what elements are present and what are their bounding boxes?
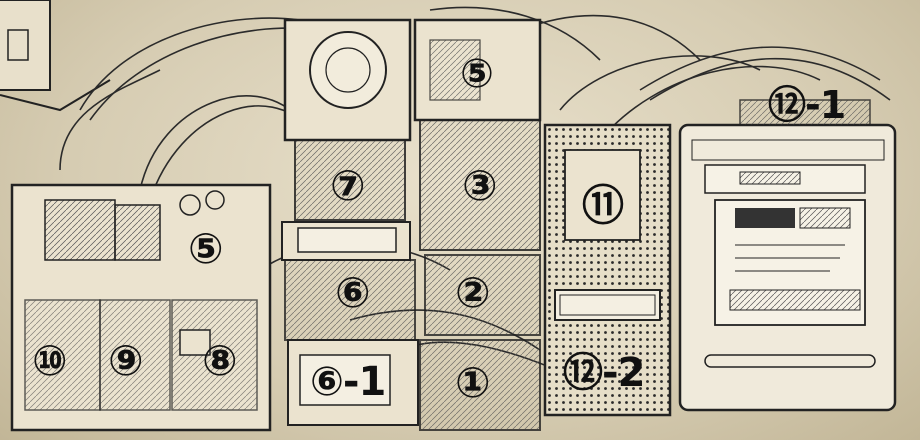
left-board	[10, 183, 272, 432]
label-12-1: ⑫-1	[768, 83, 846, 127]
label-9: ⑨	[108, 336, 144, 385]
label-10: ⑩	[32, 336, 68, 385]
label-12-2: ⑫-2	[563, 350, 645, 396]
label-6-1: ⑥-1	[310, 359, 386, 405]
label-5-top: ⑤	[460, 51, 494, 97]
label-5-left: ⑤	[188, 224, 224, 273]
label-11: ⑪	[582, 181, 624, 230]
perfboard	[543, 123, 672, 417]
wall-plate	[0, 0, 111, 112]
label-3: ③	[462, 161, 498, 210]
label-7: ⑦	[330, 161, 366, 210]
label-6: ⑥	[335, 268, 371, 317]
right-instrument	[678, 99, 897, 412]
label-8: ⑧	[202, 336, 238, 385]
center-right-column	[413, 18, 542, 431]
center-left-column	[281, 18, 419, 426]
label-1: ①	[455, 358, 491, 407]
label-2: ②	[455, 268, 491, 317]
